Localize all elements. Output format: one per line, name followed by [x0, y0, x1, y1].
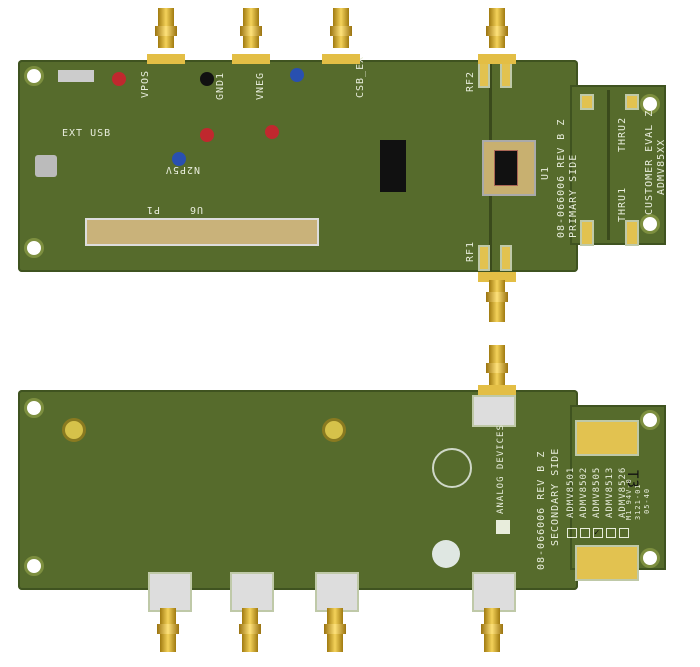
checkbox-admv8513 [606, 528, 616, 538]
label-rf1: RF1 [465, 240, 476, 262]
test-point-red [265, 125, 279, 139]
mounting-hole [640, 410, 660, 430]
plated-hole [62, 418, 86, 442]
test-point-red [200, 128, 214, 142]
mounting-hole [640, 548, 660, 568]
checkbox-admv8526 [619, 528, 629, 538]
connector-p1 [85, 218, 319, 246]
label-gnd1: GND1 [215, 71, 226, 100]
connector-pad [315, 572, 359, 612]
pad [500, 245, 512, 271]
connector-pad [230, 572, 274, 612]
pad [478, 245, 490, 271]
header-pins [380, 140, 406, 192]
date-code: 3121-01 [634, 483, 642, 520]
variant-label: ADMV8505 [592, 466, 602, 518]
analog-devices-logo [496, 520, 510, 534]
test-point-blue [172, 152, 186, 166]
date-code: M1 94V-0 [625, 478, 633, 520]
switch [58, 70, 94, 82]
pad [575, 545, 639, 581]
pad [500, 62, 512, 88]
label-thru2: THRU2 [617, 116, 628, 152]
label-u6: U6 [188, 204, 203, 215]
date-code: 05-40 [643, 487, 651, 514]
mounting-hole [24, 238, 44, 258]
brand-label: ANALOG DEVICES [496, 424, 506, 514]
variant-label: ADMV8513 [605, 466, 615, 518]
eval-part: ADMV85XX [656, 138, 667, 195]
label-vneg: VNEG [255, 71, 266, 100]
mounting-hole [24, 556, 44, 576]
label-vpos: VPOS [140, 69, 151, 98]
label-p1: P1 [145, 204, 160, 215]
connector-pad [472, 395, 516, 427]
test-point-blue [290, 68, 304, 82]
thru-trace [607, 90, 610, 240]
mounting-hole [640, 94, 660, 114]
label-ext-usb: EXT USB [62, 128, 112, 139]
variant-label: ADMV8501 [566, 466, 576, 518]
test-point-black [200, 72, 214, 86]
pad [580, 94, 594, 110]
mounting-hole [24, 66, 44, 86]
pad [580, 220, 594, 246]
mounting-hole [24, 398, 44, 418]
board-id: 08-066006 REV B Z [556, 118, 567, 238]
chip-u1 [482, 140, 536, 196]
eval-title: CUSTOMER EVAL Z [644, 109, 655, 215]
connector-pad [148, 572, 192, 612]
label-n2p5v: N2P5V [164, 164, 200, 175]
pad [625, 94, 639, 110]
pad [625, 220, 639, 246]
test-point-red [112, 72, 126, 86]
mounting-hole [640, 214, 660, 234]
variant-label: ADMV8502 [579, 466, 589, 518]
pad [575, 420, 639, 456]
seal-logo [432, 448, 472, 488]
checkbox-admv8505-checked: ✓ [593, 528, 603, 538]
board-id: 08-066006 REV B Z [536, 450, 547, 570]
plated-hole [322, 418, 346, 442]
side-label: PRIMARY SIDE [568, 153, 579, 238]
e-recycle-logo [432, 540, 460, 568]
checkbox-admv8501 [567, 528, 577, 538]
label-thru1: THRU1 [617, 186, 628, 222]
label-rf2: RF2 [465, 70, 476, 92]
side-label: SECONDARY SIDE [550, 447, 561, 546]
inductor [35, 155, 57, 177]
checkbox-admv8502 [580, 528, 590, 538]
connector-pad [472, 572, 516, 612]
label-u1: U1 [540, 165, 551, 180]
pad [478, 62, 490, 88]
